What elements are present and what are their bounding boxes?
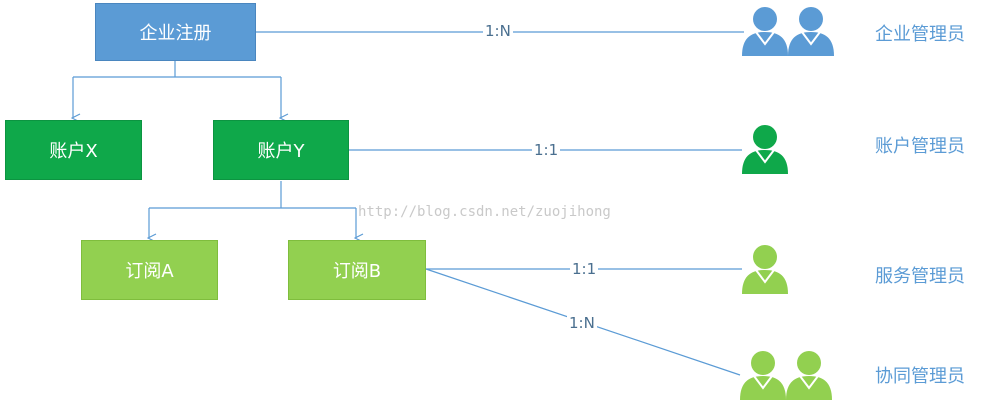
role-label-account-admin: 账户管理员	[875, 136, 965, 157]
co-admin-two-person-icon	[740, 351, 832, 400]
account-admin-person-icon	[742, 125, 788, 174]
node-subscription-a-label: 订阅A	[125, 261, 174, 282]
node-account-y: 账户Y	[213, 120, 349, 180]
service-admin-person-icon	[742, 245, 788, 294]
role-label-co-admin: 协同管理员	[875, 366, 965, 387]
watermark: http://blog.csdn.net/zuojihong	[358, 204, 611, 220]
node-account-x-label: 账户X	[49, 141, 98, 162]
enterprise-admin-two-person-icon	[742, 7, 834, 56]
node-subscription-b: 订阅B	[288, 240, 426, 300]
relation-label-co-admin: 1:N	[567, 314, 597, 332]
role-label-enterprise-admin: 企业管理员	[875, 24, 965, 45]
role-label-service-admin: 服务管理员	[875, 266, 965, 287]
tree-connector-enterprise	[73, 60, 281, 118]
relation-label-service-admin: 1:1	[570, 260, 599, 278]
node-subscription-b-label: 订阅B	[332, 261, 382, 282]
relation-label-enterprise-admin: 1:N	[483, 22, 513, 40]
relation-label-account-admin: 1:1	[532, 141, 561, 159]
node-enterprise-registration-label: 企业注册	[139, 23, 212, 44]
tree-connector-account-y	[149, 181, 356, 238]
node-account-y-label: 账户Y	[257, 141, 305, 162]
node-enterprise-registration: 企业注册	[95, 3, 256, 61]
node-account-x: 账户X	[5, 120, 142, 180]
node-subscription-a: 订阅A	[81, 240, 218, 300]
